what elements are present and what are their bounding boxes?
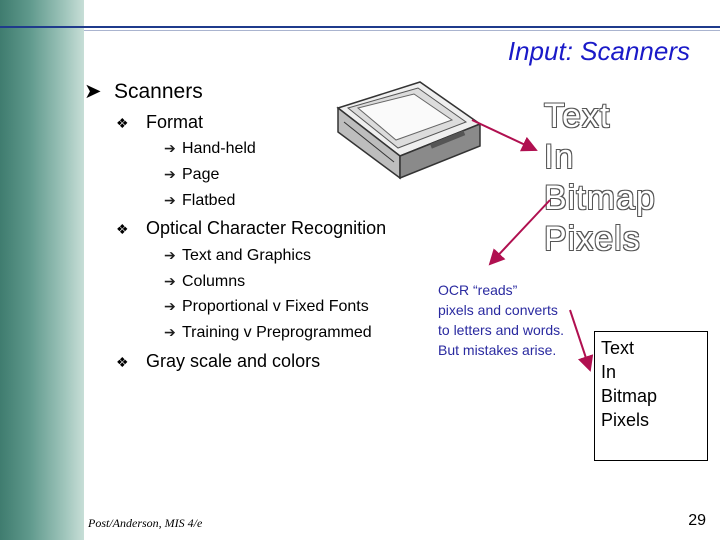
arrow-bitmap-to-ocr: [488, 199, 551, 266]
ocr-note: OCR “reads” pixels and converts to lette…: [438, 280, 564, 360]
diamond-bullet-icon: ❖: [116, 354, 129, 370]
bitmap-line: Pixels: [544, 220, 641, 258]
top-rule-thin: [84, 30, 720, 31]
bitmap-line: In: [544, 138, 575, 176]
bullet-text: Gray scale and colors: [146, 351, 321, 371]
list-item: ➔ Flatbed: [164, 192, 235, 210]
ocr-note-line: But mistakes arise.: [438, 342, 557, 358]
bitmap-line: Text: [544, 97, 611, 135]
bullet-gray-scale: ❖ Gray scale and colors: [116, 351, 320, 372]
bullet-format: ❖ Format: [116, 112, 203, 133]
flatbed-scanner-image: [336, 81, 482, 180]
page-number: 29: [688, 512, 706, 529]
arrow-scanner-to-bitmap: [471, 119, 538, 152]
recognized-text-box: Text In Bitmap Pixels: [594, 331, 708, 461]
list-item-text: Text and Graphics: [182, 247, 311, 264]
list-item: ➔ Proportional v Fixed Fonts: [164, 298, 369, 316]
list-item: ➔ Hand-held: [164, 140, 256, 158]
list-item: ➔ Page: [164, 166, 219, 184]
arrow-bullet-icon: ➔: [164, 166, 176, 182]
recognized-line: Pixels: [601, 410, 650, 430]
arrow-bullet-icon: ➔: [164, 247, 176, 263]
arrow-bullet-icon: ➔: [164, 192, 176, 208]
ocr-note-line: to letters and words.: [438, 322, 565, 338]
ocr-note-line: OCR “reads”: [438, 282, 518, 298]
recognized-line: Bitmap: [601, 386, 658, 406]
arrow-bullet-icon: ➔: [164, 140, 176, 156]
ocr-note-line: pixels and converts: [438, 302, 558, 318]
list-item-text: Hand-held: [182, 140, 256, 157]
arrowhead-bullet-icon: ➤: [84, 80, 102, 103]
arrow-bullet-icon: ➔: [164, 298, 176, 314]
diamond-bullet-icon: ❖: [116, 221, 129, 237]
list-item-text: Training v Preprogrammed: [182, 324, 372, 341]
footer-citation: Post/Anderson, MIS 4/e: [88, 516, 203, 530]
list-item-text: Page: [182, 166, 220, 183]
bullet-text: Optical Character Recognition: [146, 218, 387, 238]
list-item-text: Columns: [182, 273, 246, 290]
list-item: ➔ Training v Preprogrammed: [164, 324, 372, 342]
list-item: ➔ Text and Graphics: [164, 247, 311, 265]
bitmap-text-sample: Text In Bitmap Pixels: [544, 96, 656, 260]
top-rule: [0, 26, 720, 28]
bullet-scanners: ➤ Scanners: [84, 79, 203, 104]
list-item-text: Proportional v Fixed Fonts: [182, 298, 369, 315]
recognized-line: In: [601, 362, 617, 382]
recognized-line: Text: [601, 338, 635, 358]
bitmap-line: Bitmap: [544, 179, 656, 217]
arrow-ocr-to-textbox: [569, 309, 594, 372]
list-item: ➔ Columns: [164, 273, 245, 291]
bullet-text: Format: [146, 112, 204, 132]
diamond-bullet-icon: ❖: [116, 115, 129, 131]
arrow-bullet-icon: ➔: [164, 324, 176, 340]
list-item-text: Flatbed: [182, 192, 236, 209]
slide-title: Input: Scanners: [507, 36, 690, 66]
bullet-ocr: ❖ Optical Character Recognition: [116, 218, 386, 239]
arrow-bullet-icon: ➔: [164, 273, 176, 289]
side-decoration-bar: [0, 0, 84, 540]
bullet-text: Scanners: [114, 80, 203, 103]
